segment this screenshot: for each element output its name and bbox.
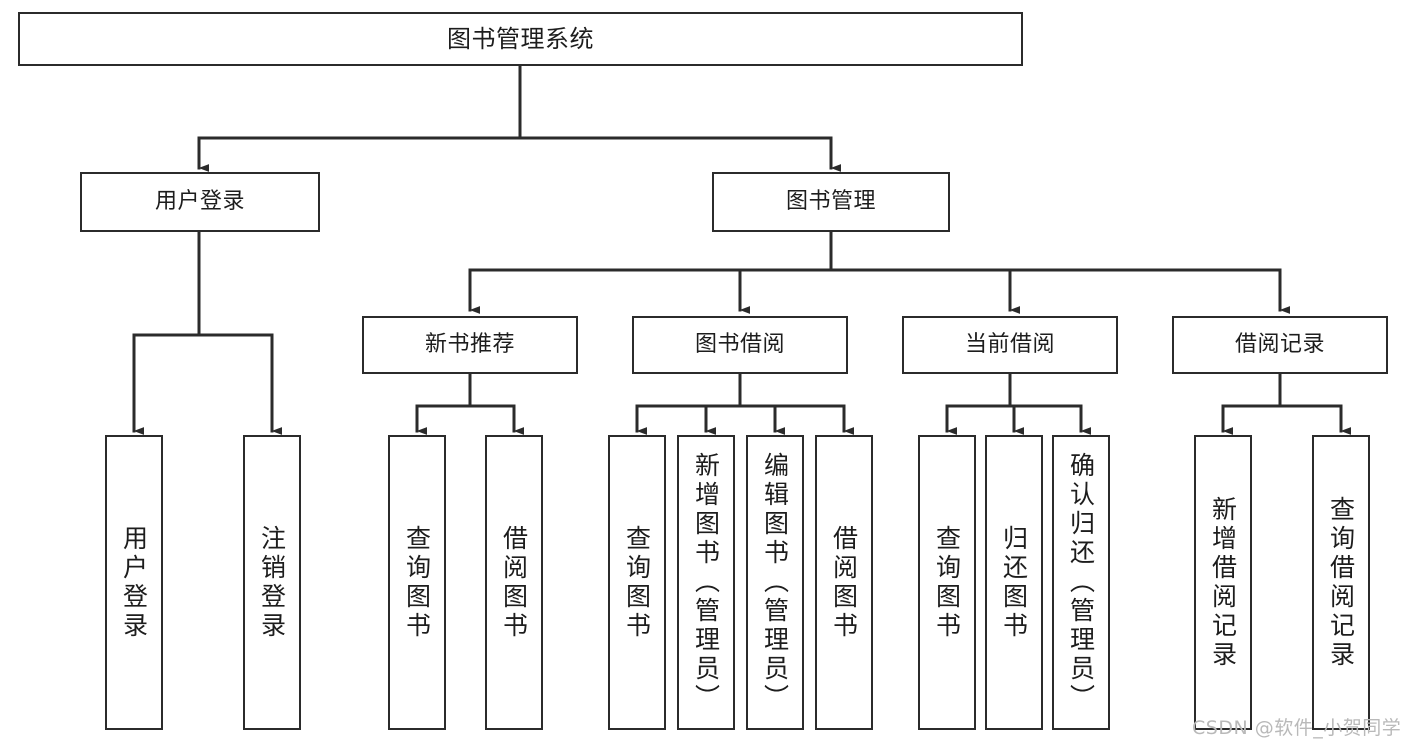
node-label: 归还图书: [999, 524, 1029, 641]
leaf-current-borrow-confirm-return-admin[interactable]: 确认归还（管理员）: [1052, 435, 1110, 730]
node-root-book-management-system[interactable]: 图书管理系统: [18, 12, 1023, 66]
node-book-management[interactable]: 图书管理: [712, 172, 950, 232]
node-label: 图书借阅: [694, 331, 785, 357]
node-label: 查询图书: [622, 524, 652, 641]
node-label: 借阅图书: [829, 524, 859, 641]
node-label: 用户登录: [154, 188, 245, 214]
leaf-book-borrow-add-book-admin[interactable]: 新增图书（管理员）: [677, 435, 735, 730]
node-label: 借阅记录: [1234, 331, 1325, 357]
node-book-borrow[interactable]: 图书借阅: [632, 316, 848, 374]
node-label: 编辑图书（管理员）: [760, 452, 790, 713]
leaf-borrow-record-add-record[interactable]: 新增借阅记录: [1194, 435, 1252, 730]
leaf-current-borrow-query-book[interactable]: 查询图书: [918, 435, 976, 730]
node-label: 用户登录: [119, 524, 149, 641]
leaf-book-borrow-query-book[interactable]: 查询图书: [608, 435, 666, 730]
leaf-current-borrow-return-book[interactable]: 归还图书: [985, 435, 1043, 730]
leaf-user-login-logout[interactable]: 注销登录: [243, 435, 301, 730]
node-label: 新增图书（管理员）: [691, 452, 721, 713]
leaf-book-borrow-borrow-book[interactable]: 借阅图书: [815, 435, 873, 730]
node-label: 新书推荐: [424, 331, 515, 357]
node-label: 注销登录: [257, 524, 287, 641]
node-label: 查询图书: [932, 524, 962, 641]
node-label: 新增借阅记录: [1208, 495, 1238, 670]
node-current-borrow[interactable]: 当前借阅: [902, 316, 1118, 374]
csdn-watermark: CSDN @软件_小贺同学: [1192, 717, 1402, 739]
leaf-new-book-borrow-book[interactable]: 借阅图书: [485, 435, 543, 730]
node-new-book-recommend[interactable]: 新书推荐: [362, 316, 578, 374]
node-label: 确认归还（管理员）: [1066, 452, 1096, 713]
node-label: 图书管理: [785, 188, 876, 214]
node-label: 图书管理系统: [447, 24, 594, 53]
leaf-borrow-record-query-record[interactable]: 查询借阅记录: [1312, 435, 1370, 730]
node-label: 查询借阅记录: [1326, 495, 1356, 670]
leaf-book-borrow-edit-book-admin[interactable]: 编辑图书（管理员）: [746, 435, 804, 730]
node-label: 借阅图书: [499, 524, 529, 641]
leaf-user-login-login[interactable]: 用户登录: [105, 435, 163, 730]
node-label: 当前借阅: [964, 331, 1055, 357]
node-borrow-record[interactable]: 借阅记录: [1172, 316, 1388, 374]
node-user-login[interactable]: 用户登录: [80, 172, 320, 232]
node-label: 查询图书: [402, 524, 432, 641]
leaf-new-book-query-book[interactable]: 查询图书: [388, 435, 446, 730]
